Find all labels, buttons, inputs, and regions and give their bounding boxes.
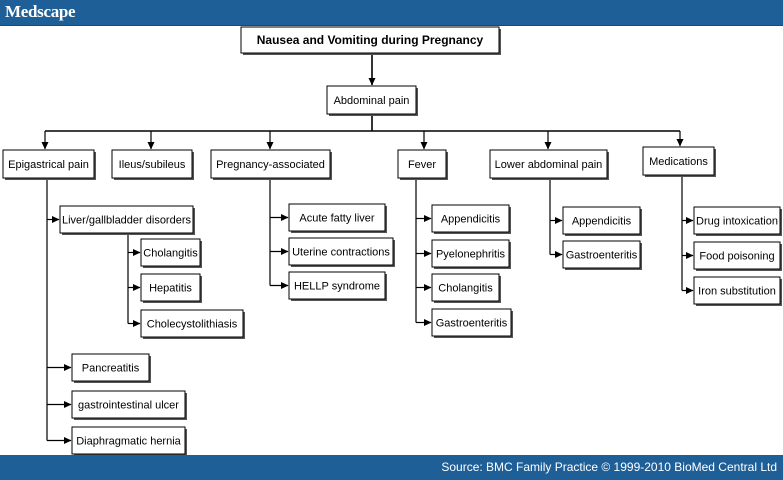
child-acute-fatty-liver-label: Acute fatty liver	[299, 213, 375, 225]
child-gastrointestinal-ulcer: gastrointestinal ulcer	[71, 390, 187, 420]
diagram-title: Nausea and Vomiting during Pregnancy	[240, 26, 501, 55]
category-epigastrical-pain: Epigastrical pain	[2, 149, 96, 180]
child-hellp-syndrome: HELLP syndrome	[288, 271, 387, 301]
child-liver-gallbladder-disorders: Liver/gallbladder disorders	[59, 205, 195, 235]
child-hellp-syndrome-label: HELLP syndrome	[294, 281, 380, 293]
grandchild-hepatitis-label: Hepatitis	[149, 283, 192, 295]
grandchild-cholangitis-label: Cholangitis	[143, 248, 198, 260]
category-fever-label: Fever	[408, 159, 436, 171]
child-drug-intoxication: Drug intoxication	[693, 206, 782, 236]
child-gastroenteritis-label: Gastroenteritis	[566, 250, 638, 262]
category-epigastrical-pain-label: Epigastrical pain	[8, 159, 89, 171]
category-medications: Medications	[642, 146, 716, 177]
grandchild-hepatitis: Hepatitis	[140, 273, 202, 303]
child-food-poisoning-label: Food poisoning	[699, 251, 774, 263]
root-node-abdominal-pain-label: Abdominal pain	[334, 95, 410, 107]
child-liver-gallbladder-disorders-label: Liver/gallbladder disorders	[62, 215, 192, 227]
child-gastroenteritis: Gastroenteritis	[562, 240, 642, 270]
child-pancreatitis-label: Pancreatitis	[82, 363, 140, 375]
child-pyelonephritis-label: Pyelonephritis	[436, 249, 506, 261]
category-ileus-subileus-label: Ileus/subileus	[119, 159, 186, 171]
child-cholangitis-label: Cholangitis	[438, 283, 493, 295]
child-iron-substitution-label: Iron substitution	[698, 286, 776, 298]
child-uterine-contractions-label: Uterine contractions	[292, 247, 390, 259]
root-node-abdominal-pain: Abdominal pain	[326, 85, 418, 116]
source-credit: Source: BMC Family Practice © 1999-2010 …	[441, 460, 777, 474]
grandchild-cholecystolithiasis: Cholecystolithiasis	[140, 309, 245, 339]
child-gastroenteritis-label: Gastroenteritis	[436, 318, 508, 330]
diagram-nodes: Nausea and Vomiting during PregnancyAbdo…	[2, 26, 782, 456]
child-diaphragmatic-hernia-label: Diaphragmatic hernia	[76, 436, 181, 448]
child-food-poisoning: Food poisoning	[693, 241, 782, 271]
category-pregnancy-associated-label: Pregnancy-associated	[216, 159, 325, 171]
child-appendicitis: Appendicitis	[431, 204, 511, 234]
category-lower-abdominal-pain-label: Lower abdominal pain	[495, 159, 603, 171]
child-drug-intoxication-label: Drug intoxication	[696, 216, 778, 228]
diagram-title-label: Nausea and Vomiting during Pregnancy	[257, 33, 484, 47]
child-gastrointestinal-ulcer-label: gastrointestinal ulcer	[78, 400, 179, 412]
child-diaphragmatic-hernia: Diaphragmatic hernia	[71, 426, 187, 456]
child-pyelonephritis: Pyelonephritis	[431, 239, 511, 269]
child-acute-fatty-liver: Acute fatty liver	[288, 203, 387, 233]
child-uterine-contractions: Uterine contractions	[288, 237, 395, 267]
grandchild-cholangitis: Cholangitis	[140, 238, 202, 268]
medscape-logo: Medscape	[5, 2, 76, 21]
grandchild-cholecystolithiasis-label: Cholecystolithiasis	[147, 319, 238, 331]
child-cholangitis: Cholangitis	[431, 273, 501, 303]
category-lower-abdominal-pain: Lower abdominal pain	[489, 149, 609, 180]
child-appendicitis-label: Appendicitis	[441, 214, 501, 226]
child-appendicitis-label: Appendicitis	[572, 216, 632, 228]
footer-bar: Source: BMC Family Practice © 1999-2010 …	[0, 455, 783, 480]
connector-lines	[41, 53, 694, 444]
category-medications-label: Medications	[649, 156, 708, 168]
category-fever: Fever	[397, 149, 448, 180]
child-iron-substitution: Iron substitution	[693, 276, 782, 306]
child-pancreatitis: Pancreatitis	[71, 353, 151, 383]
child-gastroenteritis: Gastroenteritis	[431, 308, 513, 338]
category-pregnancy-associated: Pregnancy-associated	[210, 149, 332, 180]
child-appendicitis: Appendicitis	[562, 206, 642, 236]
header-bar: Medscape	[0, 0, 783, 26]
category-ileus-subileus: Ileus/subileus	[111, 149, 194, 180]
